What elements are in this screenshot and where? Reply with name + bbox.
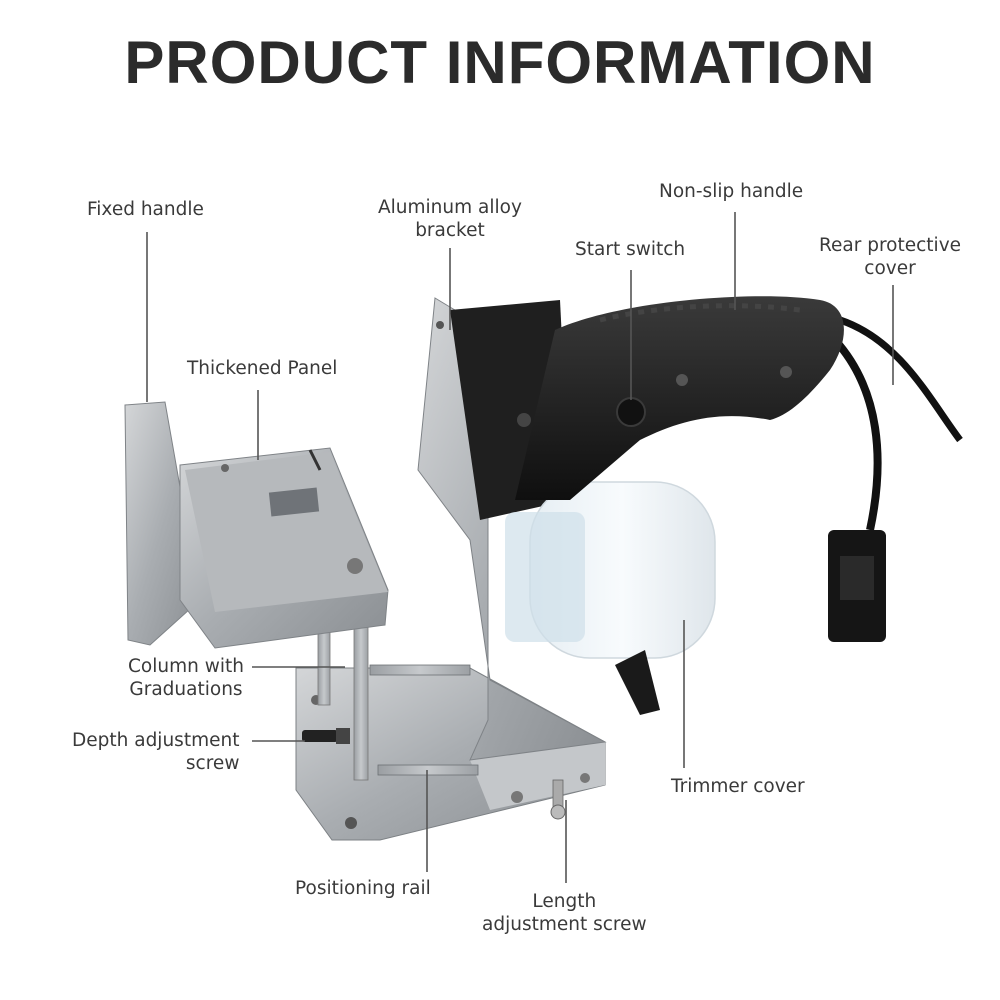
label-non-slip-handle: Non-slip handle xyxy=(659,180,803,203)
trimmer-cover-text: Trimmer cover xyxy=(671,776,805,797)
rail-upper xyxy=(369,664,471,676)
label-thickened-panel: Thickened Panel xyxy=(187,357,337,380)
page-title: PRODUCT INFORMATION xyxy=(124,29,876,96)
length-screw-line2: adjustment screw xyxy=(482,914,647,935)
label-length-screw: Length adjustment screw xyxy=(482,890,647,936)
trimmer-knob xyxy=(615,650,660,715)
label-start-switch: Start switch xyxy=(575,238,685,261)
rail-lower xyxy=(377,764,479,776)
depth-screw-line2: screw xyxy=(185,753,240,774)
label-depth-screw: Depth adjustment screw xyxy=(72,729,239,775)
column-line1: Column with xyxy=(128,656,244,677)
label-trimmer-cover: Trimmer cover xyxy=(671,775,805,798)
positioning-rail-text: Positioning rail xyxy=(295,878,431,899)
length-screw-line1: Length xyxy=(532,891,597,912)
label-fixed-handle: Fixed handle xyxy=(87,198,204,221)
thickened-panel-text: Thickened Panel xyxy=(187,358,338,379)
non-slip-handle-text: Non-slip handle xyxy=(659,181,804,202)
label-aluminum-bracket: Aluminum alloy bracket xyxy=(378,196,522,242)
power-cord xyxy=(838,316,963,443)
depth-screw xyxy=(302,730,338,742)
aluminum-bracket-line2: bracket xyxy=(415,220,485,241)
length-screw xyxy=(552,779,564,809)
column-line2: Graduations xyxy=(129,679,243,700)
depth-screw-line1: Depth adjustment xyxy=(72,730,240,751)
start-switch-text: Start switch xyxy=(575,239,686,260)
aluminum-bracket-line1: Aluminum alloy xyxy=(378,197,522,218)
non-slip-handle-part xyxy=(515,296,844,500)
label-column: Column with Graduations xyxy=(128,655,244,701)
rear-cover-line2: cover xyxy=(864,258,916,279)
label-rear-cover: Rear protective cover xyxy=(819,234,961,280)
rear-cover-line1: Rear protective xyxy=(819,235,962,256)
label-positioning-rail: Positioning rail xyxy=(295,877,431,900)
start-switch-part xyxy=(616,397,646,427)
fixed-handle-text: Fixed handle xyxy=(87,199,204,220)
